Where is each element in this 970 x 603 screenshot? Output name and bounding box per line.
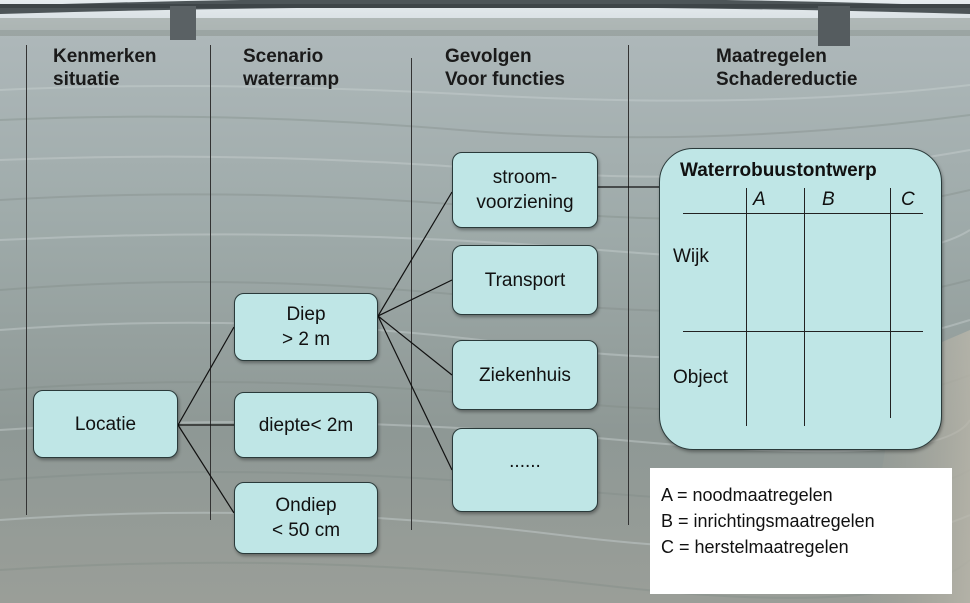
legend-item: B = inrichtingsmaatregelen xyxy=(661,511,875,531)
panel-col-b: B xyxy=(822,189,835,210)
waterrobuust-panel xyxy=(659,148,942,450)
node-diep: Diep> 2 m xyxy=(234,293,378,361)
column-divider xyxy=(628,45,629,525)
panel-grid-line xyxy=(683,213,923,214)
column-divider xyxy=(411,58,412,530)
panel-grid-line xyxy=(804,188,805,426)
panel-col-c: C xyxy=(901,189,915,210)
node-transport: Transport xyxy=(452,245,598,315)
panel-col-a: A xyxy=(753,189,766,210)
legend-item: A = noodmaatregelen xyxy=(661,485,833,505)
panel-row-wijk: Wijk xyxy=(673,246,709,267)
panel-title: Waterrobuustontwerp xyxy=(680,160,877,181)
node-ondiep: Ondiep< 50 cm xyxy=(234,482,378,554)
legend-item: C = herstelmaatregelen xyxy=(661,537,849,557)
panel-grid-line xyxy=(746,188,747,426)
node-ziekenhuis: Ziekenhuis xyxy=(452,340,598,410)
panel-grid-line xyxy=(683,331,923,332)
node-stroomvoorziening: stroom-voorziening xyxy=(452,152,598,228)
column-divider xyxy=(210,45,211,520)
panel-row-object: Object xyxy=(673,367,728,388)
panel-grid-line xyxy=(890,188,891,418)
node-more: ...... xyxy=(452,428,598,512)
column-divider xyxy=(26,45,27,515)
node-locatie: Locatie xyxy=(33,390,178,458)
legend-box: A = noodmaatregelen B = inrichtingsmaatr… xyxy=(650,468,952,594)
node-diepte: diepte< 2m xyxy=(234,392,378,458)
